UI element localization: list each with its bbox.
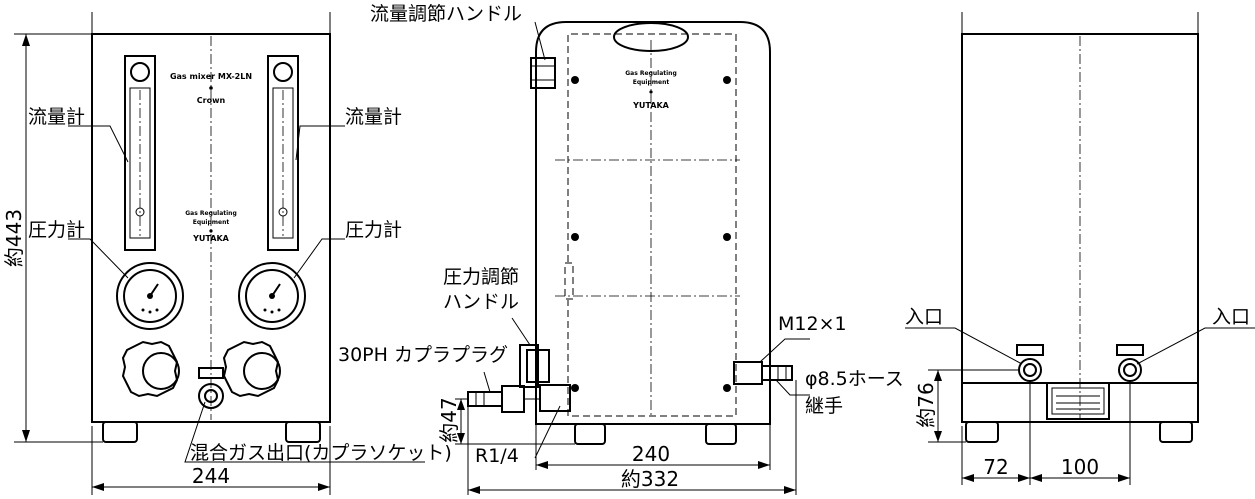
- front-body: [91, 33, 331, 423]
- front-foot-right: [285, 421, 321, 443]
- regulator-knob-right: [222, 340, 281, 398]
- flowmeter-left-label: 流量計: [28, 106, 85, 128]
- front-view: Gas mixer MX-2LN Crown Gas Regulating Eq…: [2, 12, 452, 495]
- gauge-right-label: 圧力計: [345, 219, 402, 241]
- hose-label-2: 継手: [805, 395, 843, 417]
- flow-adjust-handle: [530, 57, 556, 89]
- side-view: Gas Regulating Equipment YUTAKA: [338, 3, 904, 495]
- side-screws: [571, 76, 731, 392]
- pressure-handle-label-2: ハンドル: [443, 291, 519, 313]
- side-foot-left: [574, 423, 606, 445]
- front-equipment-line2: Equipment: [193, 219, 230, 226]
- side-body: [535, 21, 771, 425]
- side-outer-width-dim: 約332: [621, 467, 679, 491]
- front-width-dim: 244: [192, 464, 230, 488]
- side-foot-right: [705, 423, 737, 445]
- coupler-plug: [467, 384, 571, 413]
- side-inner-width-dim: 240: [632, 442, 670, 466]
- side-height-dim: 約47: [437, 397, 461, 442]
- regulator-knob-left: [121, 340, 180, 398]
- flowmeter-right: [267, 55, 299, 251]
- rear-body: [961, 33, 1199, 423]
- rear-height-dim: 約76: [914, 382, 938, 427]
- side-equipment-line2: Equipment: [633, 79, 670, 86]
- front-foot-left: [102, 421, 138, 443]
- pressure-handle-label-1: 圧力調節: [443, 266, 519, 288]
- rear-foot-left: [965, 421, 999, 443]
- outlet-label: 混合ガス出口(カプラソケット): [190, 442, 452, 464]
- pressure-adjust-handle: [519, 344, 550, 388]
- front-height-dim: 約443: [2, 209, 26, 267]
- rear-view: 入口 入口 約76 72 100: [905, 12, 1255, 485]
- pipe-thread-label: R1/4: [475, 445, 519, 467]
- carry-handle: [613, 22, 689, 52]
- flowmeter-left: [124, 55, 156, 251]
- pressure-gauge-left: [116, 262, 184, 330]
- thread-label: M12×1: [778, 313, 847, 335]
- inlet-right-label: 入口: [1212, 306, 1250, 328]
- inlet-left-label: 入口: [905, 306, 943, 328]
- rear-spacing-dim: 100: [1061, 455, 1099, 479]
- plug-label: 30PH カプラプラグ: [338, 344, 508, 366]
- nameplate: [1046, 382, 1110, 420]
- panel-title: Gas mixer MX-2LN: [170, 72, 252, 81]
- side-equipment-line1: Gas Regulating: [625, 70, 677, 77]
- side-maker: YUTAKA: [632, 101, 670, 110]
- front-maker: YUTAKA: [192, 234, 230, 243]
- pressure-gauge-right: [238, 262, 306, 330]
- hose-fitting: [733, 361, 793, 385]
- front-equipment-line1: Gas Regulating: [185, 210, 237, 217]
- mixed-gas-outlet: [198, 367, 224, 409]
- brand-logo: Crown: [197, 96, 226, 105]
- hose-label-1: φ8.5ホース: [805, 368, 904, 390]
- rear-offset-dim: 72: [983, 455, 1008, 479]
- gauge-left-label: 圧力計: [28, 219, 85, 241]
- flow-handle-label: 流量調節ハンドル: [370, 3, 522, 25]
- flowmeter-right-label: 流量計: [345, 106, 402, 128]
- rear-foot-right: [1159, 421, 1193, 443]
